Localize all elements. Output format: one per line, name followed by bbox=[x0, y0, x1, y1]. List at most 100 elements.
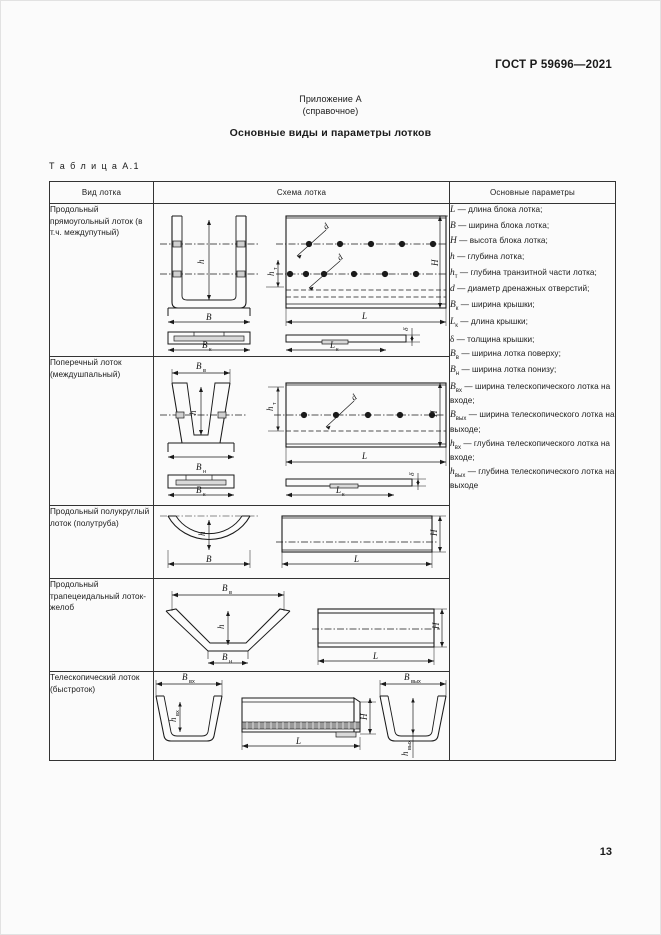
label-Bn: B bbox=[196, 462, 202, 472]
row-kind-label: Телескопический лоток (быстроток) bbox=[49, 671, 154, 761]
label-Lk: L bbox=[329, 340, 335, 350]
parameter-description: — толщина крышки; bbox=[454, 334, 535, 344]
label-H: H bbox=[359, 713, 369, 721]
label-Bn: B bbox=[222, 652, 228, 662]
parameter-item: hвх — глубина телескопического лотка на … bbox=[450, 438, 615, 464]
label-h-t-sub: т bbox=[273, 267, 279, 270]
label-Bn-sub: н bbox=[203, 469, 206, 475]
parameter-item: Lк — длина крышки; bbox=[450, 316, 615, 330]
table-row: Телескопический лоток (быстроток) bbox=[49, 671, 616, 761]
label-H: H bbox=[429, 410, 439, 418]
parameter-symbol: d bbox=[450, 284, 455, 295]
parameter-symbol: Bк bbox=[450, 300, 459, 312]
label-h: h bbox=[196, 259, 206, 264]
parameter-description: — длина крышки; bbox=[457, 316, 528, 326]
table-row: Продольный прямоугольный лоток (в т.ч. м… bbox=[49, 203, 616, 761]
label-Lk: L bbox=[335, 485, 341, 495]
label-B: B bbox=[206, 312, 212, 322]
parameter-symbol: L bbox=[450, 205, 456, 215]
label-H: H bbox=[429, 529, 439, 537]
parameter-symbol: hвых bbox=[450, 466, 466, 479]
parameter-symbol: h bbox=[450, 251, 455, 262]
label-L: L bbox=[353, 554, 359, 564]
parameters-cell: L — длина блока лотка;B — ширина блока л… bbox=[449, 203, 616, 761]
row-scheme-rectangular: h B L H d d h т B к L bbox=[153, 203, 450, 357]
parameter-symbol: Bвых bbox=[450, 410, 467, 423]
label-Bv: B bbox=[222, 583, 228, 593]
label-B: B bbox=[206, 554, 212, 564]
annex-kind: (справочное) bbox=[302, 106, 359, 116]
parameter-description: — диаметр дренажных отверстий; bbox=[454, 284, 590, 294]
label-Bvh: B bbox=[182, 672, 188, 682]
label-d-2: d bbox=[335, 252, 345, 263]
label-h: h bbox=[216, 624, 226, 629]
label-Bk: B bbox=[202, 340, 208, 350]
parameter-item: H — высота блока лотка; bbox=[450, 235, 615, 248]
annex-label: Приложение А bbox=[299, 94, 362, 104]
label-Bn-sub: н bbox=[229, 659, 232, 665]
label-h-t-sub: т bbox=[272, 402, 278, 405]
parameter-symbol-subscript: н bbox=[455, 371, 460, 378]
row-kind-label: Продольный трапецеидальный лоток-желоб bbox=[49, 578, 154, 672]
label-H: H bbox=[430, 259, 440, 267]
parameter-symbol: Bвх bbox=[450, 382, 463, 395]
column-header-parameters: Основные параметры bbox=[449, 181, 616, 204]
row-scheme-trapezoidal: B в h B н H L bbox=[153, 578, 450, 672]
row-kind-label: Поперечный лоток (междушпальный) bbox=[49, 356, 154, 506]
label-L: L bbox=[372, 651, 378, 661]
parameter-item: h — глубина лотка; bbox=[450, 251, 615, 264]
table-caption: Т а б л и ц а А.1 bbox=[49, 161, 140, 171]
parameter-description: — ширина крышки; bbox=[458, 300, 535, 310]
parameter-description: — высота блока лотка; bbox=[456, 236, 548, 246]
parameter-symbol: Bв bbox=[450, 348, 460, 361]
parameter-symbol-subscript: т bbox=[454, 273, 458, 280]
parameter-symbol: hт bbox=[450, 267, 458, 280]
parameter-item: hвых — глубина телескопического лотка на… bbox=[450, 466, 615, 492]
label-d: d bbox=[349, 392, 359, 403]
parameter-symbol: B bbox=[450, 220, 456, 231]
parameter-symbol-subscript: вых bbox=[455, 416, 467, 423]
label-h: h bbox=[197, 531, 207, 536]
parameter-symbol: hвх bbox=[450, 438, 462, 451]
table-header-row: Вид лотка Схема лотка Основные параметры bbox=[49, 181, 616, 204]
parameter-item: d — диаметр дренажных отверстий; bbox=[450, 283, 615, 296]
label-Bk-sub: к bbox=[203, 492, 206, 498]
column-header-scheme: Схема лотка bbox=[153, 181, 450, 204]
label-h-t: h bbox=[265, 406, 275, 411]
parameter-symbol: Lк bbox=[450, 316, 458, 329]
label-Bk-sub: к bbox=[209, 347, 212, 353]
parameter-symbol-subscript: к bbox=[455, 322, 458, 329]
label-h: h bbox=[188, 410, 198, 415]
parameter-item: hт — глубина транзитной части лотка; bbox=[450, 267, 615, 281]
parameter-description: — ширина лотка понизу; bbox=[459, 365, 557, 375]
parameter-item: δ — толщина крышки; bbox=[450, 333, 615, 346]
parameter-item: Bвх — ширина телескопического лотка на в… bbox=[450, 381, 615, 407]
label-Bk: B bbox=[196, 485, 202, 495]
label-Bvh-sub: вх bbox=[189, 679, 195, 685]
label-delta: δ bbox=[407, 472, 416, 476]
label-L: L bbox=[361, 451, 367, 461]
parameter-symbol-subscript: вх bbox=[454, 444, 462, 451]
label-L: L bbox=[361, 311, 367, 321]
parameter-description: — ширина блока лотка; bbox=[455, 220, 550, 230]
label-Bv: B bbox=[196, 361, 202, 371]
parameter-description: — ширина телескопического лотка на входе… bbox=[450, 382, 611, 406]
parameter-symbol-subscript: вых bbox=[454, 472, 466, 479]
parameter-description: — глубина транзитной части лотка; bbox=[457, 267, 597, 277]
parameter-description: — ширина лотка поверху; bbox=[459, 348, 561, 358]
label-Lk-sub: к bbox=[342, 492, 345, 498]
parameter-symbol-subscript: вх bbox=[455, 388, 463, 395]
row-scheme-telescopic: B вх h вх H L B вых h bbox=[153, 671, 450, 761]
parameter-symbol-subscript: в bbox=[455, 354, 460, 361]
parameter-item: Bн — ширина лотка понизу; bbox=[450, 364, 615, 378]
label-Bv-sub: в bbox=[203, 368, 206, 374]
parameter-description: — глубина телескопического лотка на выхо… bbox=[450, 466, 615, 491]
label-H: H bbox=[431, 622, 441, 630]
table-row: Продольный трапецеидальный лоток-желоб bbox=[49, 578, 616, 672]
row-scheme-semicircular: h B H L bbox=[153, 505, 450, 579]
label-hvh-sub: вх bbox=[175, 710, 181, 716]
label-hvyh-sub: вых bbox=[407, 740, 413, 750]
column-header-kind: Вид лотка bbox=[49, 181, 154, 204]
label-hvyh: h bbox=[400, 751, 410, 756]
